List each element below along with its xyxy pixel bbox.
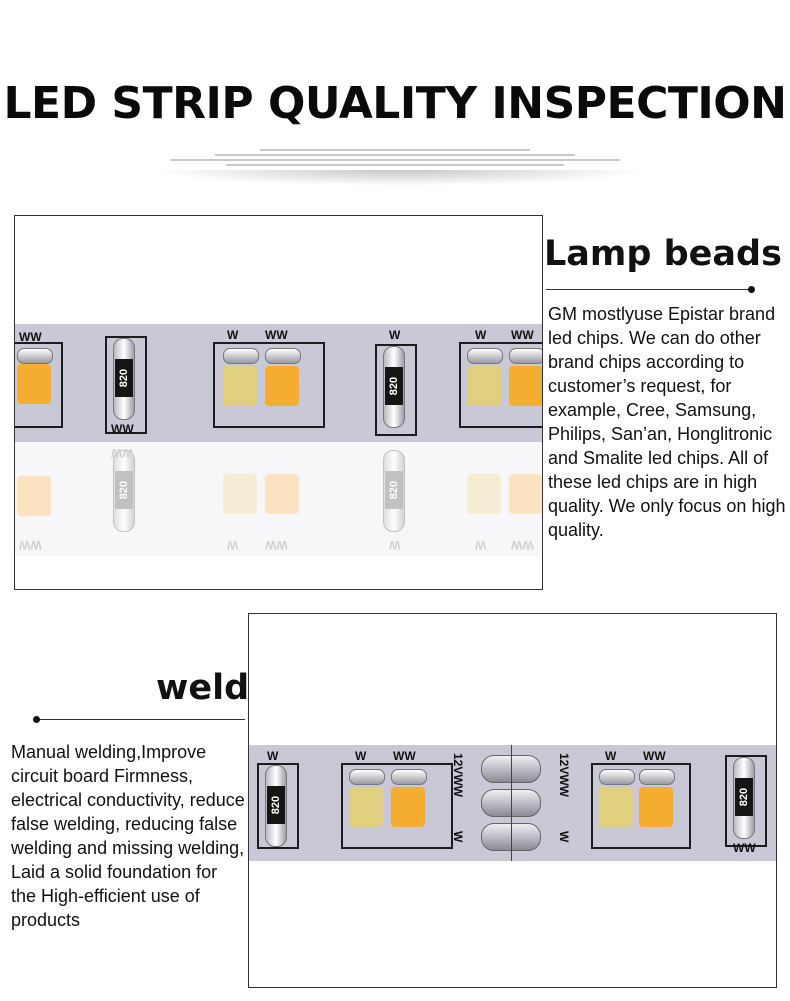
lamp-beads-description: GM mostlyuse Epistar brand led chips. We…	[548, 304, 786, 540]
pad-w-label: W	[557, 831, 571, 843]
resistor-frame	[725, 755, 767, 847]
cool-white-chip	[467, 474, 501, 514]
led-package	[341, 763, 453, 849]
voltage-label: 12VWW	[451, 753, 465, 798]
weld-heading: weld	[156, 668, 250, 708]
ww-label: WW	[19, 330, 42, 344]
cool-white-chip	[223, 474, 257, 514]
w-label: W	[475, 328, 487, 342]
led-strip: WW 820 WW W WW W 820 W WW	[15, 324, 542, 442]
warm-white-chip	[17, 364, 51, 404]
divider-line	[546, 289, 754, 290]
w-label: W	[227, 538, 239, 552]
led-strip-reflection: WW 820 WW W WW 820 W W WW	[15, 442, 542, 556]
resistor-frame	[257, 763, 299, 849]
ww-label: WW	[265, 328, 288, 342]
weld-photo: W 820 W WW 12VWW W 12VWW W W WW 820	[248, 613, 777, 988]
bullet-dot	[33, 716, 40, 723]
resistor: 820	[113, 450, 135, 532]
ww-label: WW	[733, 841, 756, 855]
warm-white-chip	[265, 366, 299, 406]
ww-label: WW	[19, 538, 42, 552]
pad-w-label: W	[451, 831, 465, 843]
resistor: 820	[383, 346, 405, 428]
resistor-code: 820	[118, 480, 130, 500]
resistor-code: 820	[270, 795, 282, 815]
resistor-code: 820	[388, 480, 400, 500]
bullet-dot	[748, 286, 755, 293]
ww-label: WW	[111, 422, 134, 436]
ww-label: WW	[111, 446, 134, 460]
resistor: 820	[383, 450, 405, 532]
cool-white-chip	[599, 787, 633, 827]
voltage-label: 12VWW	[557, 753, 571, 798]
cool-white-chip	[467, 366, 501, 406]
ww-label: WW	[393, 749, 416, 763]
lamp-beads-photo: WW 820 WW W WW W 820 W WW WW	[14, 215, 543, 590]
w-label: W	[355, 749, 367, 763]
led-package	[15, 342, 63, 428]
w-label: W	[475, 538, 487, 552]
led-dome	[509, 348, 542, 364]
warm-white-chip	[17, 476, 51, 516]
led-dome	[265, 348, 301, 364]
led-strip: W 820 W WW 12VWW W 12VWW W W WW 820	[249, 745, 776, 861]
warm-white-chip	[265, 474, 299, 514]
led-package	[459, 342, 542, 428]
led-dome	[599, 769, 635, 785]
resistor: 820	[113, 338, 135, 420]
cool-white-chip	[349, 787, 383, 827]
resistor-frame	[375, 344, 417, 436]
page-title: LED STRIP QUALITY INSPECTION	[3, 78, 787, 129]
led-dome	[17, 348, 53, 364]
w-label: W	[389, 328, 401, 342]
led-dome	[467, 348, 503, 364]
w-label: W	[267, 749, 279, 763]
cut-line	[511, 745, 512, 861]
fine-print-decoration	[170, 146, 620, 172]
led-package	[213, 342, 325, 428]
warm-white-chip	[639, 787, 673, 827]
resistor: 820	[265, 765, 287, 847]
ww-label: WW	[511, 538, 534, 552]
title-underline-shadow	[150, 170, 650, 186]
led-dome	[349, 769, 385, 785]
ww-label: WW	[643, 749, 666, 763]
w-label: W	[389, 538, 401, 552]
led-dome	[223, 348, 259, 364]
ww-label: WW	[511, 328, 534, 342]
warm-white-chip	[509, 474, 542, 514]
weld-description: Manual welding,Improve circuit board Fir…	[11, 742, 245, 930]
cool-white-chip	[223, 366, 257, 406]
lamp-beads-heading: Lamp beads	[544, 234, 782, 274]
resistor-code: 820	[118, 368, 130, 388]
resistor: 820	[733, 757, 755, 839]
ww-label: WW	[265, 538, 288, 552]
w-label: W	[227, 328, 239, 342]
led-dome	[639, 769, 675, 785]
divider-line	[36, 719, 245, 720]
led-dome	[391, 769, 427, 785]
led-package	[591, 763, 691, 849]
resistor-code: 820	[388, 376, 400, 396]
resistor-frame	[105, 336, 147, 434]
w-label: W	[605, 749, 617, 763]
warm-white-chip	[509, 366, 542, 406]
resistor-code: 820	[738, 787, 750, 807]
warm-white-chip	[391, 787, 425, 827]
